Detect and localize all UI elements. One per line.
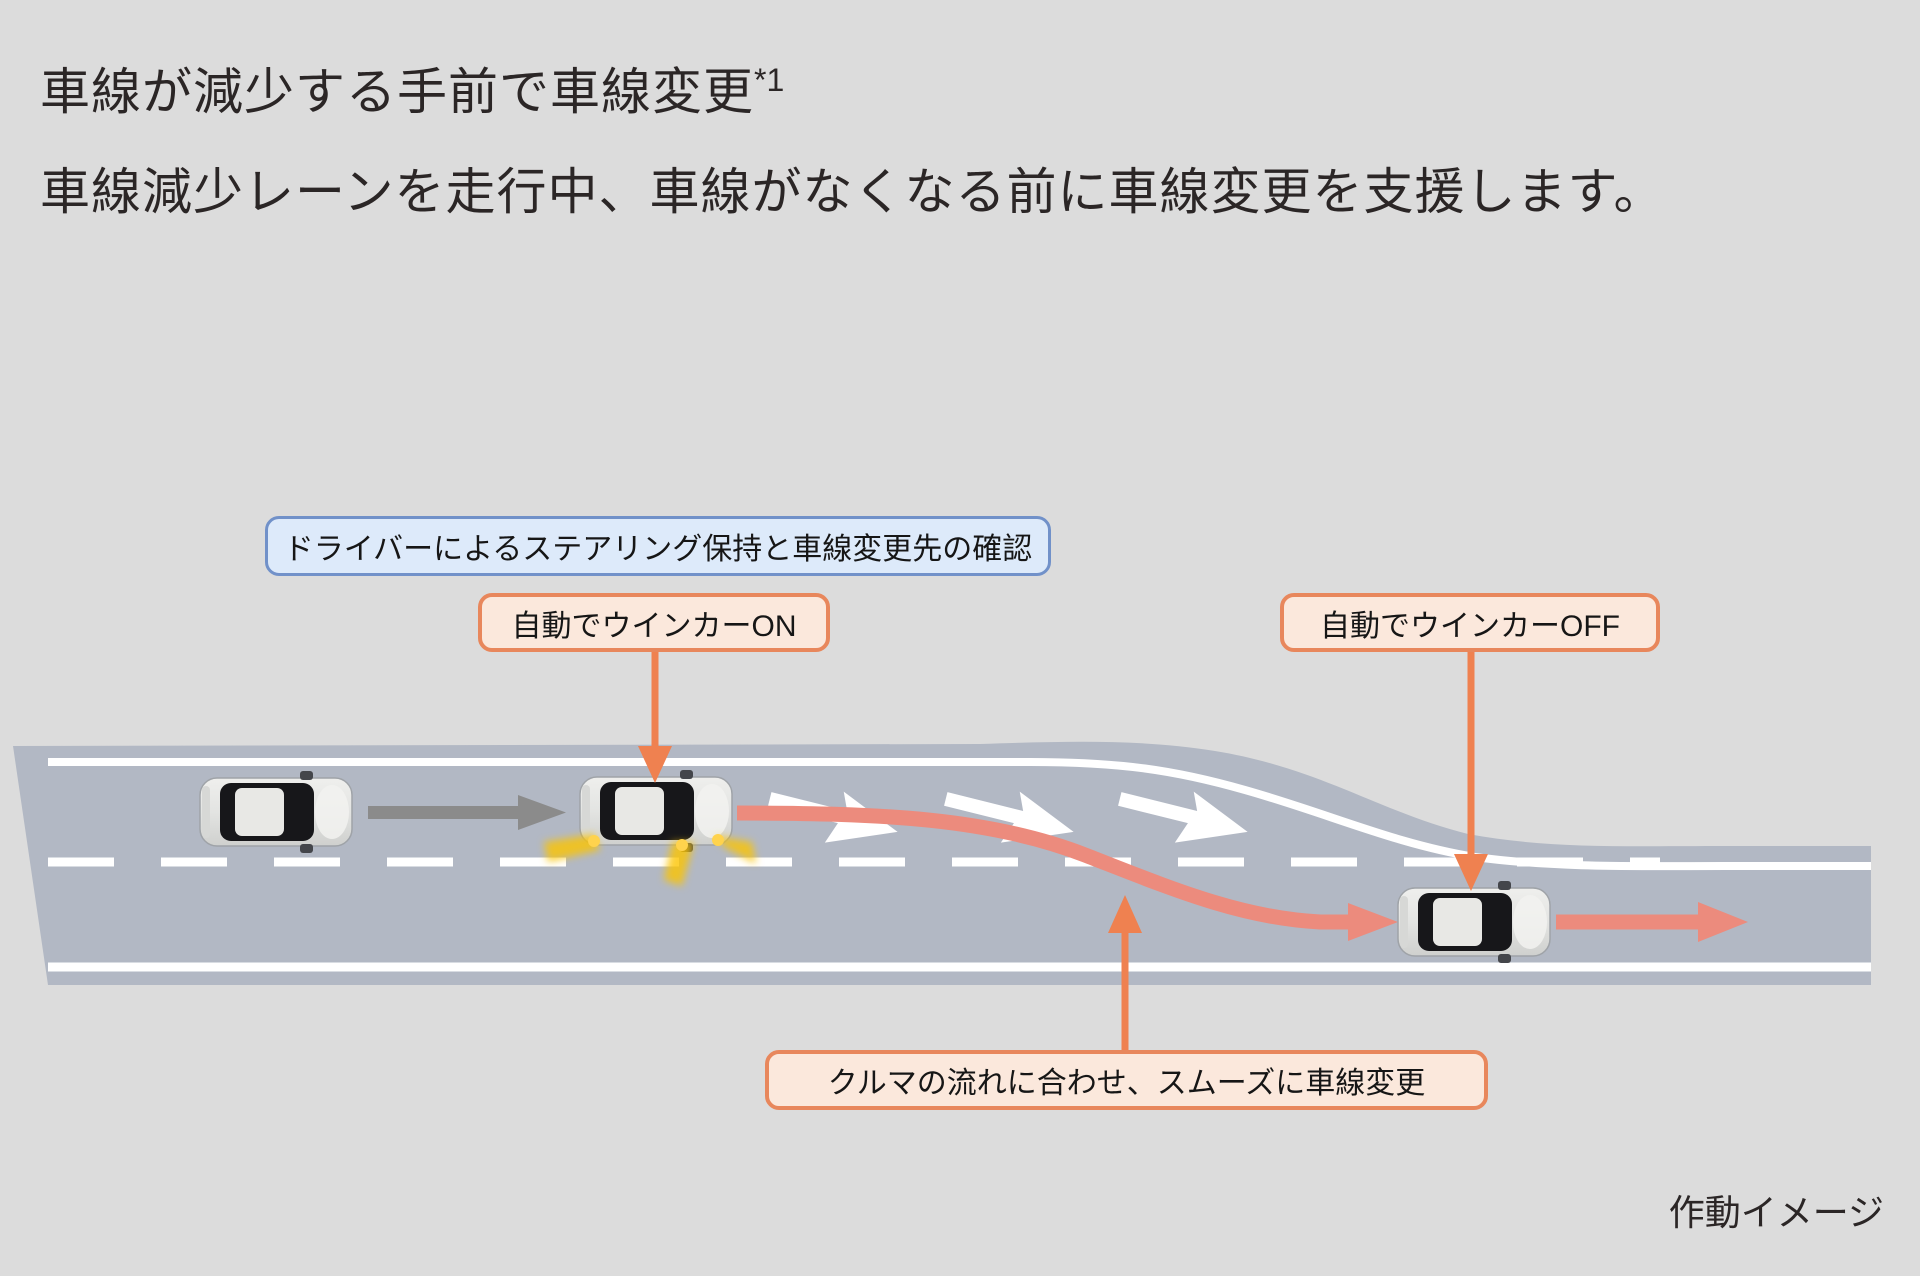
footnote-marker: *1: [754, 62, 785, 98]
page-title-text: 車線が減少する手前で車線変更: [40, 64, 754, 120]
callout-blinker-off-label: 自動でウインカーOFF: [1320, 609, 1620, 643]
car-icon-after-lane-change: [1397, 880, 1551, 964]
callout-pointer-blinker-on: [638, 652, 672, 783]
callout-steering-hold-label: ドライバーによるステアリング保持と車線変更先の確認: [283, 533, 1033, 566]
turn-signal-lamp-icon: [588, 834, 724, 851]
callout-blinker-on-label: 自動でウインカーON: [511, 609, 797, 643]
lane-boundary-top-line: [48, 758, 1871, 871]
callout-blinker-on: 自動でウインカーON: [478, 593, 830, 652]
car-icon-driving: [199, 770, 353, 854]
callout-smooth-lane-change-label: クルマの流れに合わせ、スムーズに車線変更: [827, 1067, 1426, 1100]
forward-path-arrow: [1556, 902, 1748, 942]
callout-pointer-lane-change: [1108, 895, 1142, 1050]
turn-signal-glow-icon: [544, 834, 756, 886]
callout-pointer-blinker-off: [1454, 652, 1488, 891]
callout-steering-hold: ドライバーによるステアリング保持と車線変更先の確認: [265, 516, 1051, 576]
lane-change-path-arrow: [736, 805, 1398, 941]
page-subtitle: 車線減少レーンを走行中、車線がなくなる前に車線変更を支援します。: [40, 164, 1665, 220]
gray-motion-arrow-icon: [368, 795, 566, 830]
callout-blinker-off: 自動でウインカーOFF: [1280, 593, 1660, 652]
callout-smooth-lane-change: クルマの流れに合わせ、スムーズに車線変更: [765, 1050, 1488, 1110]
image-caption: 作動イメージ: [1668, 1192, 1884, 1233]
car-icon-signaling: [579, 769, 733, 853]
page-title: 車線が減少する手前で車線変更*1: [40, 52, 784, 124]
